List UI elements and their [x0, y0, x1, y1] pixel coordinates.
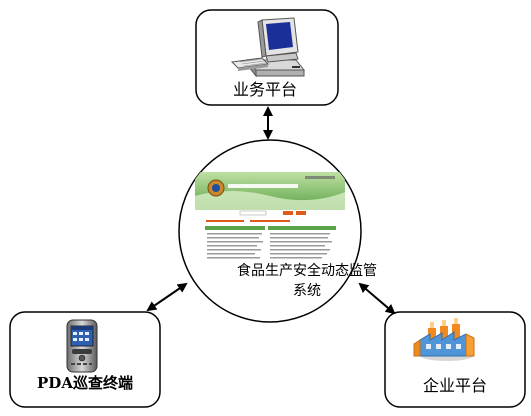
center-system-label: 食品生产安全动态监管 系统 [236, 261, 378, 301]
factory-icon [413, 318, 475, 361]
pda-terminal-label: PDA巡查终端 [37, 374, 133, 392]
center-system-label-line1: 食品生产安全动态监管 [237, 263, 377, 279]
connector-right [358, 282, 396, 315]
pda-device-icon [66, 319, 98, 373]
connector-left [146, 282, 188, 312]
enterprise-platform-label: 企业平台 [422, 376, 487, 395]
business-platform-label: 业务平台 [232, 80, 297, 99]
web-system-screenshot [195, 172, 345, 259]
computer-icon [230, 17, 306, 78]
center-system-label-line2: 系统 [293, 283, 321, 299]
